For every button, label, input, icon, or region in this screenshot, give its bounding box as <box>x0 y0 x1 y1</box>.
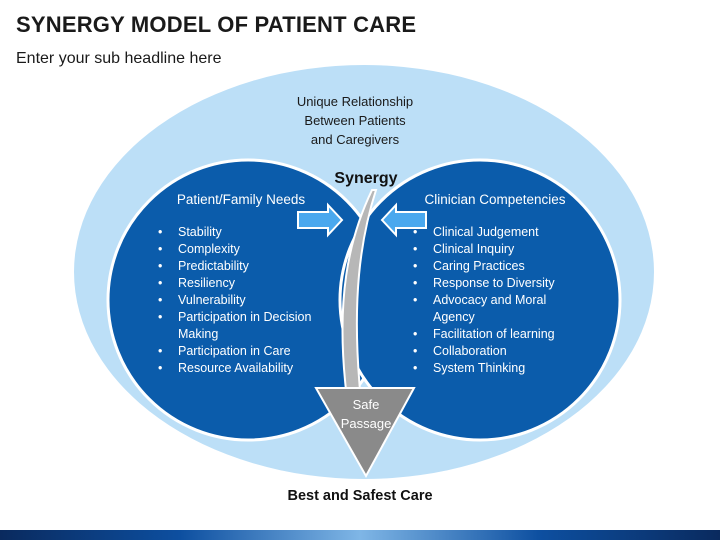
outer-label-line: Between Patients <box>304 113 406 128</box>
list-item: Advocacy and Moral Agency <box>411 292 579 326</box>
page-subtitle: Enter your sub headline here <box>16 50 222 67</box>
safe-passage-line: Passage <box>340 416 392 431</box>
list-item: Vulnerability <box>156 292 326 309</box>
list-item: Participation in Decision Making <box>156 309 326 343</box>
footer-bar <box>0 530 720 540</box>
outer-relationship-label: Unique Relationship Between Patients and… <box>260 92 450 149</box>
outer-label-line: Unique Relationship <box>296 94 414 109</box>
list-item: Participation in Care <box>156 343 326 360</box>
page-title: SYNERGY MODEL OF PATIENT CARE <box>16 12 417 37</box>
list-item: Stability <box>156 224 326 241</box>
list-item: Predictability <box>156 258 326 275</box>
outer-label-line: and Caregivers <box>310 132 400 147</box>
safe-passage-line: Safe <box>352 397 380 412</box>
list-item: Caring Practices <box>411 258 579 275</box>
list-item: System Thinking <box>411 360 579 377</box>
list-item: Collaboration <box>411 343 579 360</box>
synergy-label: Synergy <box>334 170 398 187</box>
list-item: Clinical Inquiry <box>411 241 579 258</box>
right-circle-title: Clinician Competencies <box>424 192 566 207</box>
right-circle-list: Clinical Judgement Clinical Inquiry Cari… <box>411 224 579 377</box>
best-safest-care-label: Best and Safest Care <box>287 488 433 504</box>
safe-passage-arrowhead <box>314 387 416 479</box>
list-item: Complexity <box>156 241 326 258</box>
list-item: Facilitation of learning <box>411 326 579 343</box>
list-item: Clinical Judgement <box>411 224 579 241</box>
list-item: Resiliency <box>156 275 326 292</box>
left-circle-list: Stability Complexity Predictability Resi… <box>156 224 326 377</box>
list-item: Resource Availability <box>156 360 326 377</box>
left-circle-title: Patient/Family Needs <box>176 192 306 207</box>
safe-passage-label: Safe Passage <box>328 395 404 433</box>
list-item: Response to Diversity <box>411 275 579 292</box>
